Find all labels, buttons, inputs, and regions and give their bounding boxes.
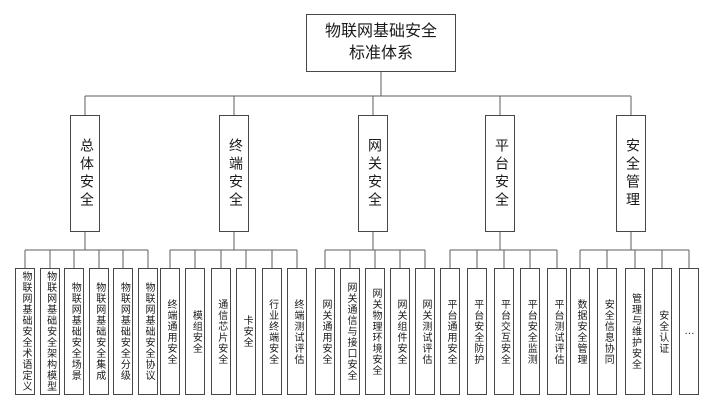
leaf-label: 安全信息协同 bbox=[602, 298, 614, 365]
branch-node-general: 总体安全 bbox=[70, 115, 100, 232]
leaf-label: 平台安全防护 bbox=[471, 298, 483, 365]
leaf-label: 卡安全 bbox=[241, 315, 253, 348]
leaf-node: 平台测试评估 bbox=[547, 268, 567, 395]
leaf-node: 管理与维护安全 bbox=[624, 268, 645, 395]
leaf-label: 网关物理环境安全 bbox=[370, 287, 381, 376]
leaf-node: 网关测试评估 bbox=[415, 268, 435, 395]
leaf-node: 终端测试评估 bbox=[286, 268, 307, 395]
leaf-node: 卡安全 bbox=[236, 268, 257, 395]
leaf-group-platform: 平台通用安全 平台安全防护 平台交互安全 平台安全监测 平台测试评估 bbox=[440, 268, 567, 395]
leaf-label: 物联网基础安全术语定义 bbox=[20, 271, 31, 392]
leaf-label: 网关通信与接口安全 bbox=[345, 282, 356, 381]
branch-label: 终端安全 bbox=[227, 137, 242, 210]
leaf-label: 平台通用安全 bbox=[445, 298, 456, 365]
leaf-label: 网关组件安全 bbox=[395, 298, 406, 365]
leaf-group-general: 物联网基础安全术语定义 物联网基础安全架构模型 物联网基础安全场景 物联网基础安… bbox=[15, 268, 158, 395]
leaf-node: 平台通用安全 bbox=[440, 268, 460, 395]
leaf-node: 模组安全 bbox=[185, 268, 206, 395]
root-node: 物联网基础安全 标准体系 bbox=[306, 14, 456, 72]
leaf-label: 行业终端安全 bbox=[266, 298, 278, 365]
leaf-node: 平台交互安全 bbox=[493, 268, 514, 395]
leaf-node: 物联网基础安全集成 bbox=[88, 268, 109, 395]
leaf-label: 管理与维护安全 bbox=[629, 293, 641, 370]
leaf-label: 物联网基础安全协议 bbox=[142, 282, 154, 381]
leaf-node: 物联网基础安全术语定义 bbox=[15, 268, 35, 395]
leaf-label: 物联网基础安全分级 bbox=[118, 282, 130, 381]
leaf-node: 网关物理环境安全 bbox=[365, 268, 385, 395]
leaf-node: 行业终端安全 bbox=[261, 268, 282, 395]
root-title-line1: 物联网基础安全 bbox=[324, 23, 437, 41]
leaf-label: 物联网基础安全集成 bbox=[93, 282, 105, 381]
leaf-node: 物联网基础安全架构模型 bbox=[39, 268, 60, 395]
leaf-node: 网关组件安全 bbox=[390, 268, 410, 395]
leaf-label: … bbox=[684, 325, 695, 338]
leaf-node: 平台安全防护 bbox=[466, 268, 487, 395]
leaf-label: 物联网基础安全架构模型 bbox=[44, 271, 56, 392]
leaf-label: 物联网基础安全场景 bbox=[69, 282, 81, 381]
leaf-label: 平台交互安全 bbox=[498, 298, 510, 365]
leaf-label: 平台安全监测 bbox=[525, 298, 537, 365]
branch-label: 网关安全 bbox=[366, 137, 381, 210]
leaf-node: 网关通信与接口安全 bbox=[340, 268, 360, 395]
leaf-label: 终端测试评估 bbox=[291, 298, 303, 365]
leaf-label: 网关通用安全 bbox=[320, 298, 331, 365]
leaf-label: 平台测试评估 bbox=[552, 298, 563, 365]
leaf-group-terminal: 终端通用安全 模组安全 通信芯片安全 卡安全 行业终端安全 终端测试评估 bbox=[160, 268, 307, 395]
leaf-node: 数据安全管理 bbox=[570, 268, 590, 395]
root-title-line2: 标准体系 bbox=[348, 45, 413, 62]
leaf-label: 模组安全 bbox=[190, 309, 202, 354]
leaf-node: 终端通用安全 bbox=[160, 268, 180, 395]
branch-label: 总体安全 bbox=[78, 137, 93, 210]
leaf-group-management: 数据安全管理 安全信息协同 管理与维护安全 安全认证 … bbox=[570, 268, 699, 395]
leaf-node: 物联网基础安全协议 bbox=[137, 268, 158, 395]
leaf-node: 物联网基础安全分级 bbox=[113, 268, 134, 395]
leaf-node: 通信芯片安全 bbox=[210, 268, 231, 395]
leaf-node: 网关通用安全 bbox=[315, 268, 335, 395]
branch-node-terminal: 终端安全 bbox=[219, 115, 249, 232]
leaf-label: 安全认证 bbox=[656, 309, 668, 354]
leaf-group-gateway: 网关通用安全 网关通信与接口安全 网关物理环境安全 网关组件安全 网关测试评估 bbox=[315, 268, 435, 395]
leaf-node: 平台安全监测 bbox=[520, 268, 541, 395]
branch-node-gateway: 网关安全 bbox=[358, 115, 388, 232]
branch-label: 平台安全 bbox=[493, 137, 508, 210]
leaf-node: 物联网基础安全场景 bbox=[64, 268, 85, 395]
leaf-label: 数据安全管理 bbox=[575, 298, 586, 365]
leaf-node: 安全信息协同 bbox=[597, 268, 618, 395]
leaf-label: 网关测试评估 bbox=[420, 298, 431, 365]
leaf-node: 安全认证 bbox=[651, 268, 672, 395]
branch-label: 安全管理 bbox=[624, 137, 639, 210]
leaf-node: … bbox=[679, 268, 699, 395]
branch-node-management: 安全管理 bbox=[616, 115, 646, 232]
leaf-label: 通信芯片安全 bbox=[215, 298, 227, 365]
leaf-label: 终端通用安全 bbox=[165, 298, 176, 365]
branch-node-platform: 平台安全 bbox=[485, 115, 515, 232]
